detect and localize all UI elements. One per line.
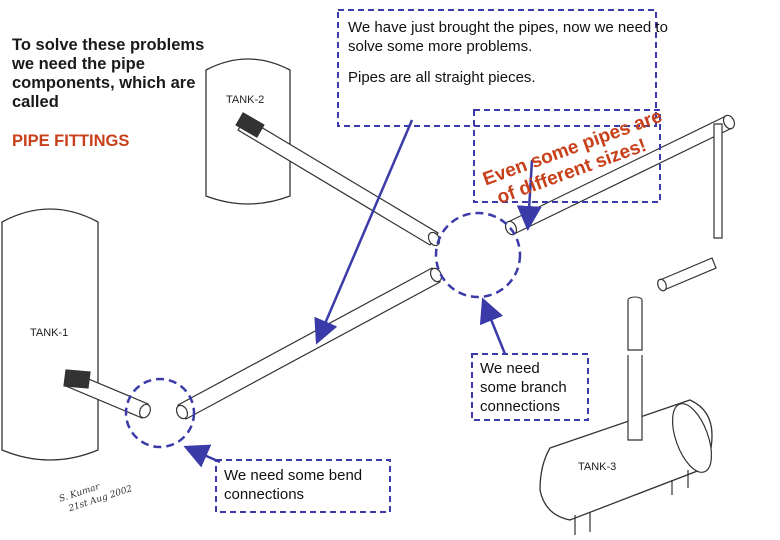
arrow-to-long-pipe [314,119,414,345]
bend-circle [124,377,196,449]
bend-callout-text: We need some bend connections [224,467,363,503]
callout-circles [124,211,522,449]
branch-callout-text: We need some branch connections [480,360,567,415]
tank-1-label: TANK-1 [30,327,68,339]
arrow-to-short-pipe [516,159,542,231]
intro-text: To solve these problems we need the pipe… [12,36,205,111]
pipes [63,112,736,420]
arrow-to-bend [183,444,221,468]
branch-box-border [471,353,589,421]
top-note-line1: We have just brought the pipes, now we n… [348,19,668,55]
top-note-line2: Pipes are all straight pieces. [348,69,536,86]
sizes-note-box [473,109,661,203]
tank-3: TANK-3 [539,296,713,535]
pipe-fittings-heading: PIPE FITTINGS [12,132,130,150]
tank-1: TANK-1 [1,208,99,461]
tank-2-label: TANK-2 [226,94,264,106]
arrows [183,119,542,468]
signature: S. Kumar 21st Aug 2002 [58,482,134,515]
callout-boxes [215,9,661,513]
branch-circle [434,211,522,299]
pipes-note-box [337,9,657,127]
tank-3-label: TANK-3 [578,461,616,473]
bend-box-border [215,459,391,513]
arrow-to-branch [479,297,507,355]
